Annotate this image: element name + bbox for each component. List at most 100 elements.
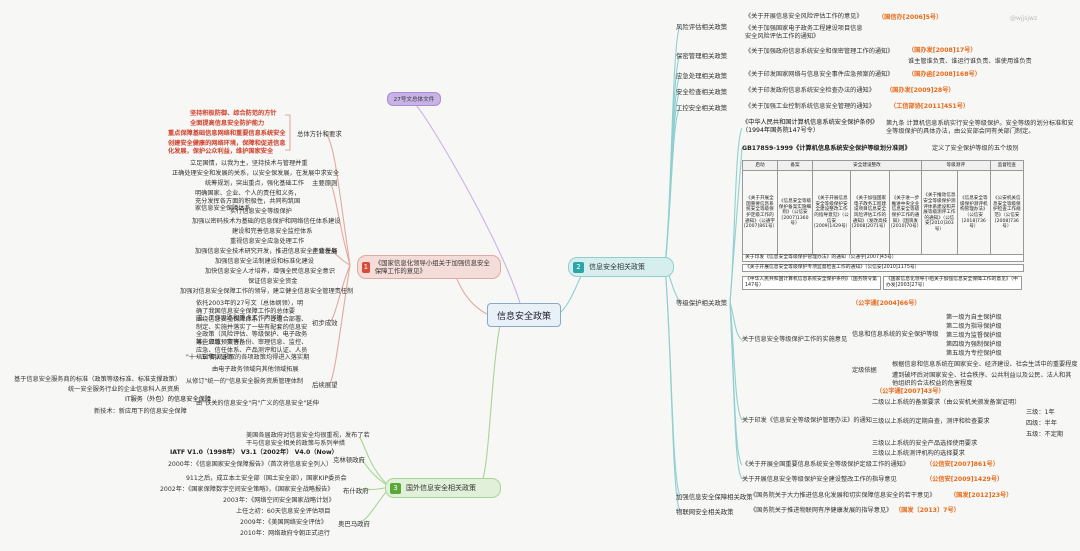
right-e2-item[interactable]: 第二级为指导保护级 — [946, 323, 1002, 330]
branch-3[interactable]: 3 国外信息安全相关政策 — [385, 478, 501, 498]
top-tag[interactable]: 27号文总体文件 — [387, 92, 441, 106]
left-g4-item[interactable]: 依托2003年的27号文（总体纲领），明确了我国信息安全保障工作的总体要求、工作… — [196, 300, 304, 322]
left-g3-item[interactable]: 建设和完善信息安全监控体系 — [232, 228, 313, 235]
left-g2-item[interactable]: 正确处理安全和发展的关系，以安全保发展，在发展中求安全 — [172, 170, 340, 177]
right-c1-label[interactable]: 风险评估相关政策 — [676, 23, 728, 31]
right-e4-item[interactable]: 三级以上系统的定期自查，测评和检查要求 — [872, 418, 990, 425]
left-g5-side[interactable]: 基于信息安全服务商的标准（政策等级标准、标准支撑政策） — [14, 376, 182, 383]
left-g4-item[interactable]: 围绕信息安全保障体系，广泛组合部署、制定、实施并落实了一些有配套的信息安全政策（… — [196, 316, 308, 346]
left-g5-item[interactable]: 从修订"统一的"信息安全服务资质管理体制 — [186, 378, 304, 385]
left-g3-item[interactable]: 加强信息安全技术研究开发，推进信息安全产业发展 — [195, 248, 338, 255]
bottom-f1[interactable]: 美国各届政府对信息安全均很重视，发布了若干与信息安全相关的政策与系列举措 — [246, 432, 370, 447]
left-group-3-label[interactable]: 主要任务 — [312, 247, 338, 255]
bottom-f3-label[interactable]: 布什政府 — [343, 487, 369, 495]
right-d2-note[interactable]: 定义了安全保护等级的五个级别 — [932, 145, 1019, 152]
left-g3-item[interactable]: 加强以密码技术为基础的信息保护和网络信任体系建设 — [192, 218, 341, 225]
right-d1-note[interactable]: 第九条 计算机信息系统实行安全等级保护。安全等级的划分标准和安全等级保护的具体办… — [886, 120, 1074, 135]
right-d2[interactable]: GB17859-1999《计算机信息系统安全保护等级划分准则》 — [742, 145, 911, 152]
right-c4-tag[interactable]: （国办发[2009]28号） — [886, 87, 955, 94]
right-c3-item[interactable]: 《关于印发国家网络与信息安全事件应急预案的通知》 — [745, 71, 894, 78]
right-c1-item[interactable]: 《关于开展信息安全风险评估工作的意见》 — [745, 13, 863, 20]
right-c1-tag[interactable]: （国信办[2006]5号） — [878, 14, 943, 21]
right-e4-freq[interactable]: 四级：半年 — [1026, 420, 1057, 427]
left-group-2-label[interactable]: 主要原则 — [312, 179, 338, 187]
bottom-f2-item[interactable]: IATF V1.0（1998年） V3.1（2002年） V4.0（Now） — [170, 449, 338, 456]
left-g3-item[interactable]: 加强对信息安全保障工作的领导，建立健全信息安全管理责任制 — [180, 288, 354, 295]
right-e3[interactable]: 定级依据 — [852, 367, 877, 374]
left-g5-side[interactable]: 新技术：新应用下的信息安全保障 — [94, 408, 187, 415]
right-e4-freq[interactable]: 五级：不定期 — [1026, 431, 1064, 438]
right-e3-item[interactable]: 根据信息和信息系统在国家安全、经济建设、社会生活中的重要程度 — [892, 361, 1078, 368]
right-c2-label[interactable]: 保密管理相关政策 — [676, 52, 728, 60]
right-e2-item[interactable]: 第五级为专控保护级 — [946, 350, 1002, 357]
right-e4-item[interactable]: 三级以上系统的安全产品选择使用要求 — [872, 440, 978, 447]
right-c7-label[interactable]: 加强信息安全保障相关政策 — [676, 493, 753, 501]
right-e4-item[interactable]: 二级以上系统的备案要求（由公安机关颁发备案证明） — [872, 399, 1021, 406]
right-c3-tag[interactable]: （国办函[2008]168号） — [908, 71, 981, 78]
right-c8-tag[interactable]: （国发〔2013〕7号） — [895, 507, 960, 514]
right-e6-tag[interactable]: （公信安[2009]1429号） — [926, 476, 1004, 483]
bottom-f3-item[interactable]: 2003年：《网络空间安全国家战略计划》 — [223, 497, 335, 504]
left-g3-item[interactable]: 重视信息安全应急处理工作 — [230, 238, 305, 245]
right-e2[interactable]: 信息和信息系统的安全保护等级 — [852, 331, 939, 338]
left-g3-item[interactable]: 实行信息安全等级保护 — [230, 208, 292, 215]
right-e2-item[interactable]: 第三级为监督保护级 — [946, 332, 1002, 339]
right-e5-tag[interactable]: （公信安[2007]861号） — [926, 461, 999, 468]
left-g3-item[interactable]: 加强信息安全法制建设和标准化建设 — [215, 258, 314, 265]
bottom-f3-item[interactable]: 2002年：《国家保障数字空间安全策略》，《国家安全战略报告》 — [160, 486, 334, 493]
left-g1-item[interactable]: 创建安全健康的网络环境，保障和促进信息化发展，保护公众利益，维护国家安全 — [168, 140, 286, 155]
right-e4-item[interactable]: 三级以上系统测评机构的选择要求 — [872, 450, 965, 457]
right-e1[interactable]: 关于信息安全等级保护工作的实施意见 — [742, 336, 848, 343]
right-e6[interactable]: 关于开展信息安全等级保护安全建设整改工作的指导意见 — [742, 476, 897, 483]
right-e5[interactable]: 《关于开展全国重要信息系统安全等级保护定级工作的通知》 — [742, 461, 910, 468]
right-e4-freq[interactable]: 三级：1年 — [1026, 409, 1055, 416]
central-topic[interactable]: 信息安全政策 — [487, 303, 561, 327]
bottom-f2-label[interactable]: 克林顿政府 — [333, 456, 365, 464]
right-e3-item[interactable]: 遭到破坏后对国家安全、社会秩序、公共利益以及公民、法人和其他组织的合法权益的危害… — [892, 372, 1072, 387]
right-c4-label[interactable]: 安全检查相关政策 — [676, 88, 728, 96]
right-c8-label[interactable]: 物联网安全相关政策 — [676, 508, 734, 516]
right-e4-tag[interactable]: （公字通[2007]43号） — [876, 388, 945, 395]
right-c3-label[interactable]: 应急处理相关政策 — [676, 72, 728, 80]
right-c8-item[interactable]: 《国务院关于推进物联网有序健康发展的指导意见》 — [750, 507, 893, 514]
branch-2[interactable]: 2 信息安全相关政策 — [568, 257, 674, 277]
left-g3-item[interactable]: 加快信息安全人才培养，增强全民信息安全意识 — [205, 268, 335, 275]
left-group-5-label[interactable]: 后续展望 — [312, 381, 338, 389]
left-group-4-label[interactable]: 初步成效 — [312, 319, 338, 327]
left-g1-item[interactable]: 全面提高信息安全防护能力 — [190, 120, 265, 127]
right-c2-note[interactable]: 谁主管谁负责、谁运行谁负责、谁使用谁负责 — [908, 58, 1032, 65]
right-c2-item[interactable]: 《关于加强政府信息系统安全和保密管理工作的通知》 — [745, 48, 894, 55]
bottom-f3-item[interactable]: 911之后，成立本土安全部（国土安全部），国家KIP委员会 — [186, 475, 347, 482]
bottom-f4-label[interactable]: 奥巴马政府 — [338, 520, 370, 528]
bottom-f2-item[interactable]: 2000年：《信息国家安全保障报告》（首次将信息安全列入） — [168, 461, 333, 468]
right-c1-item[interactable]: 《关于加强国家电子政务工程建设项目信息安全风险评估工作的通知》 — [745, 25, 863, 40]
left-g5-item[interactable]: 由"铁关的信息安全"向"广义的信息安全"延伸 — [196, 400, 319, 407]
right-e2-item[interactable]: 第一级为自主保护级 — [946, 314, 1002, 321]
right-c7-item[interactable]: 《国务院关于大力推进信息化发展和切实保障信息安全的若干意见》 — [750, 492, 936, 499]
left-g1-item[interactable]: 坚持积极防御、综合防范的方针 — [190, 110, 277, 117]
left-g2-item[interactable]: 明确国家、企业、个人的责任和义务，充分发挥各方面的积极性，共同构筑国家信息安全保… — [195, 190, 301, 212]
right-c4-item[interactable]: 《关于印发政府信息系统安全检查办法的通知》 — [745, 87, 875, 94]
right-e1-tag[interactable]: （公字通[2004]66号） — [852, 300, 921, 307]
left-g5-item[interactable]: 由电子政务领域向其他领域拓展 — [212, 366, 299, 373]
left-g2-item[interactable]: 立足国情，以我为主，坚持技术与管理并重 — [190, 160, 308, 167]
left-g5-item[interactable]: IT服务（外包）的信息安全保障 — [125, 396, 212, 403]
bottom-f4-item[interactable]: 2009年：《美国网络安全评估》 — [240, 519, 327, 526]
left-group-1-label[interactable]: 总体方针和要求 — [297, 130, 342, 138]
branch-1[interactable]: 1 《国家信息化领导小组关于加强信息安全保障工作的意见》 — [357, 255, 501, 279]
bottom-f4-item[interactable]: 2010年：网络政府令朝正式运行 — [240, 530, 330, 537]
left-g5-side[interactable]: 统一安全服务行业的企业信息科人员资质 — [68, 386, 180, 393]
right-c5-item[interactable]: 《关于加强工业控制系统信息安全管理的通知》 — [745, 103, 875, 110]
left-g5-item[interactable]: "十一五"期间采取的各项政策均得进入落实期 — [186, 354, 310, 361]
left-g2-item[interactable]: 统筹规划，突出重点，强化基础工作 — [205, 180, 304, 187]
right-e4[interactable]: 关于印发《信息安全等级保护管理办法》的通知 — [742, 417, 872, 424]
right-c2-tag[interactable]: （国办发[2008]17号） — [908, 47, 977, 54]
right-c5-label[interactable]: 工控安全相关政策 — [676, 104, 728, 112]
right-c5-tag[interactable]: （工信部协[2011]451号） — [890, 103, 970, 110]
right-c7-tag[interactable]: （国发[2012]23号） — [950, 492, 1013, 499]
left-g4-item[interactable]: 某些领域：灾害备份、审理信息、监控、应急、信任体系、产品测评和认证、人员培训和认… — [196, 339, 308, 361]
right-d1[interactable]: 《中华人民共和国计算机信息系统安全保护条例》（1994年国务院147号令） — [742, 119, 879, 134]
bottom-f4-item[interactable]: 上任之初：60天信息安全评估项目 — [236, 508, 331, 515]
left-g1-item[interactable]: 重点保障基础信息网络和重要信息系统安全 — [168, 130, 286, 137]
right-e2-item[interactable]: 第四级为强制保护级 — [946, 341, 1002, 348]
